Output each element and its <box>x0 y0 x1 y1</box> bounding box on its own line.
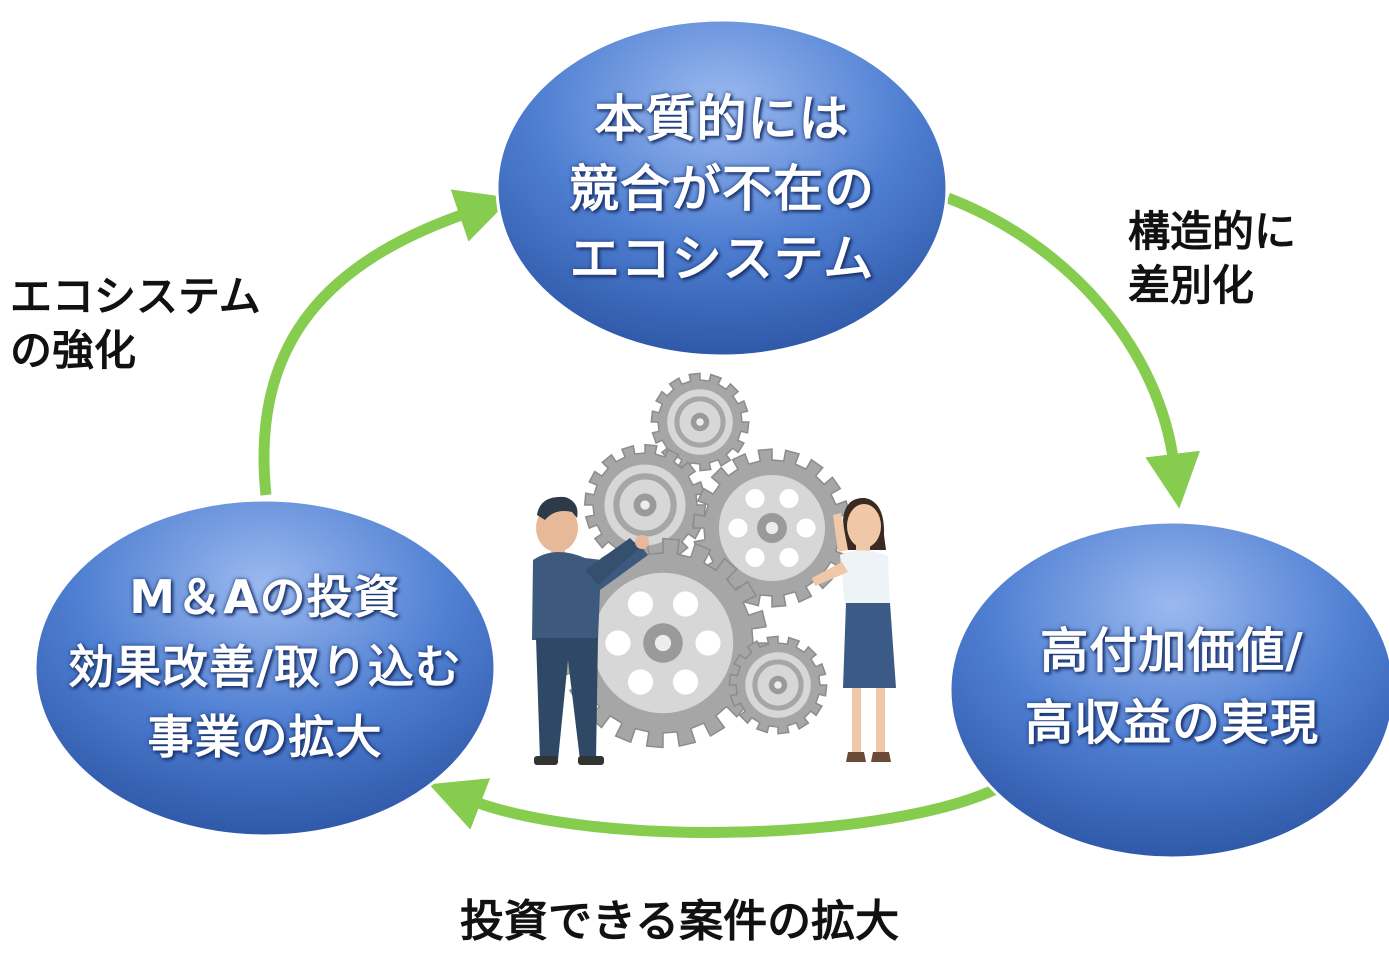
node-left-label: M＆Aの投資 効果改善/取り込む 事業の拡大 <box>45 562 485 772</box>
edge-left-to-top-line-1: エコシステム <box>10 272 261 321</box>
gear-5 <box>728 635 828 735</box>
arrow-left-to-top <box>258 189 512 496</box>
node-top-line-1: 本質的には <box>594 90 850 148</box>
gear-4 <box>557 537 769 749</box>
node-right-line-1: 高付加価値/ <box>1040 623 1304 679</box>
edge-top-to-right-line-2: 差別化 <box>1128 261 1255 310</box>
node-left-line-1: M＆Aの投資 <box>129 570 401 624</box>
gears-illustration <box>557 372 852 749</box>
node-top-ellipse <box>495 18 949 358</box>
gear-2 <box>583 443 707 567</box>
arrow-right-to-left <box>428 778 1007 838</box>
node-left-ellipse <box>33 498 497 838</box>
node-left-line-3: 事業の拡大 <box>147 710 383 764</box>
node-top-line-2: 競合が不在の <box>569 160 875 218</box>
edge-left-to-top-label: エコシステム の強化 <box>10 270 261 378</box>
gear-1 <box>650 372 750 472</box>
node-right-line-2: 高収益の実現 <box>1024 695 1319 751</box>
edge-left-to-top-line-2: の強化 <box>10 326 137 375</box>
woman-figure <box>812 497 896 762</box>
node-right-ellipse <box>948 520 1389 860</box>
node-top-line-3: エコシステム <box>569 230 875 288</box>
man-figure <box>532 496 649 765</box>
edge-top-to-right-line-1: 構造的に <box>1128 207 1297 256</box>
node-left-line-2: 効果改善/取り込む <box>68 640 462 694</box>
edge-right-to-left-label: 投資できる案件の拡大 <box>460 895 899 949</box>
arrow-top-to-right <box>946 192 1200 509</box>
edge-right-to-left-line-1: 投資できる案件の拡大 <box>460 896 900 947</box>
node-top-label: 本質的には 競合が不在の エコシステム <box>522 84 922 294</box>
node-right-label: 高付加価値/ 高収益の実現 <box>982 615 1362 759</box>
edge-top-to-right-label: 構造的に 差別化 <box>1128 205 1296 313</box>
